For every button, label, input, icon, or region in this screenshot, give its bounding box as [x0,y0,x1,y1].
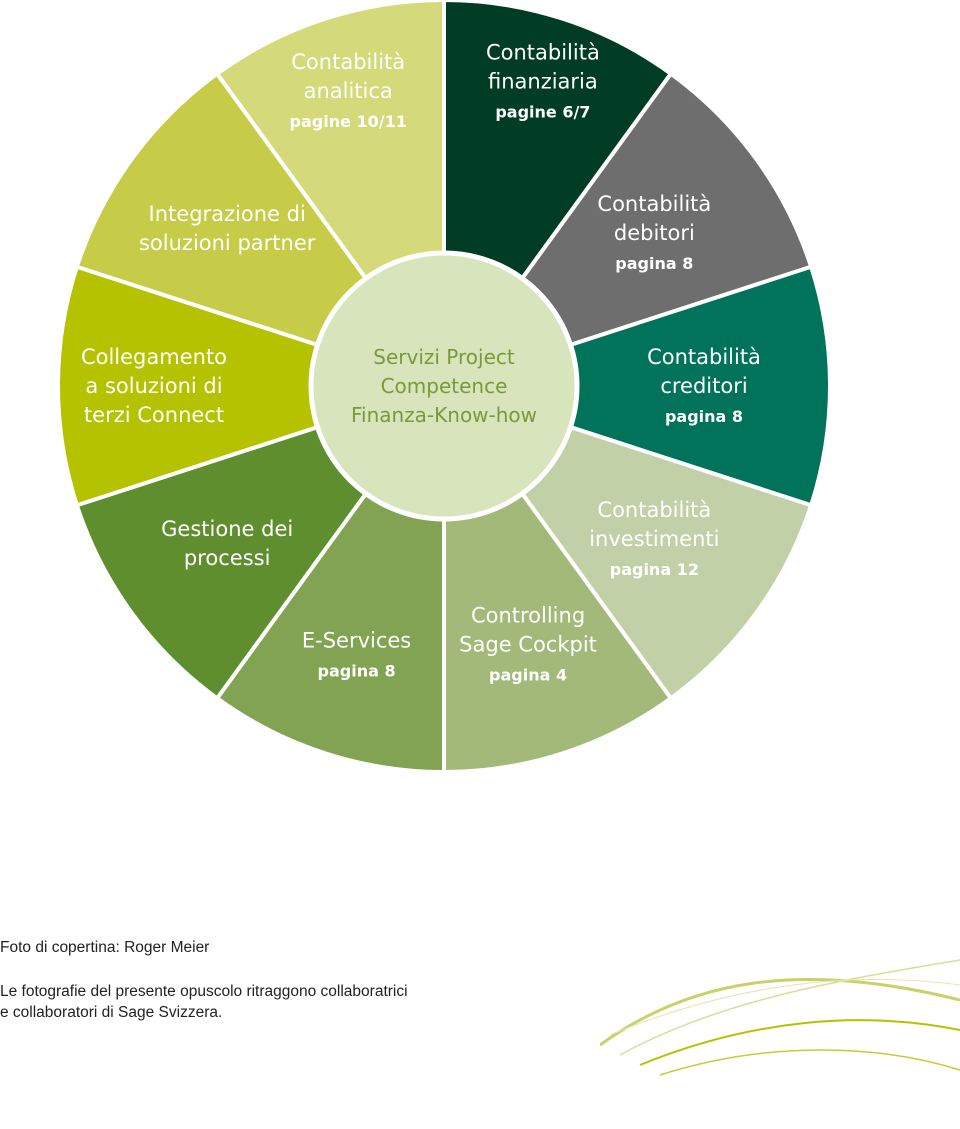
segment-contabilita-creditori: Contabilità creditori pagina 8 [437,264,832,508]
segment-contabilita-finanziaria-page: pagine 6/7 [495,103,590,122]
segment-contabilita-investimenti-page: pagina 12 [610,560,699,579]
segment-contabilita-creditori-label: creditori [660,374,747,398]
segment-contabilita-debitori-label: Contabilità [597,192,711,216]
segment-contabilita-creditori-page: pagina 8 [665,407,743,426]
segment-collegamento-connect-label: terzi Connect [84,403,224,427]
segment-contabilita-creditori-label: Contabilità [647,345,761,369]
segment-e-services-page: pagina 8 [318,662,396,681]
segment-collegamento-connect: Collegamento a soluzioni di terzi Connect [56,264,451,508]
segment-contabilita-analitica-label: Contabilità [291,50,405,74]
segment-integrazione-partner-label: soluzioni partner [139,231,316,255]
segment-gestione-dei-processi-label: Gestione dei [161,517,293,541]
segment-collegamento-connect-label: a soluzioni di [85,374,222,398]
footer-note-line2: e collaboratori di Sage Svizzera. [0,1004,223,1021]
center-label: Servizi Project [373,345,515,369]
segment-collegamento-connect-wedge [56,264,451,508]
segment-controlling-sage-cockpit-label: Sage Cockpit [459,633,597,657]
segment-controlling-sage-cockpit-page: pagina 4 [489,666,567,685]
segment-controlling-sage-cockpit-label: Controlling [471,604,585,628]
segment-gestione-dei-processi-label: processi [184,546,271,570]
segment-e-services-label: E-Services [302,629,411,653]
segment-contabilita-creditori-wedge [437,264,832,508]
segment-contabilita-investimenti-label: investimenti [589,527,719,551]
segment-contabilita-debitori-page: pagina 8 [615,254,693,273]
center-label: Competence [381,374,508,398]
segment-contabilita-analitica-label: analitica [304,79,393,103]
decorative-swoosh [600,959,960,1076]
center-circle [308,250,580,522]
segment-contabilita-finanziaria-label: finanziaria [488,70,598,94]
photo-credit: Foto di copertina: Roger Meier [0,939,210,956]
segment-integrazione-partner-label: Integrazione di [149,202,306,226]
footer-credits: Foto di copertina: Roger Meier Le fotogr… [0,937,520,1023]
segment-contabilita-debitori-label: debitori [614,221,695,245]
segment-contabilita-analitica-page: pagine 10/11 [290,112,407,131]
center-label: Finanza-Know-how [351,403,537,427]
segment-contabilita-investimenti-label: Contabilità [597,498,711,522]
segment-contabilita-finanziaria-label: Contabilità [486,41,600,65]
segment-collegamento-connect-label: Collegamento [81,345,227,369]
footer-note-line1: Le fotografie del presente opuscolo ritr… [0,983,408,1000]
